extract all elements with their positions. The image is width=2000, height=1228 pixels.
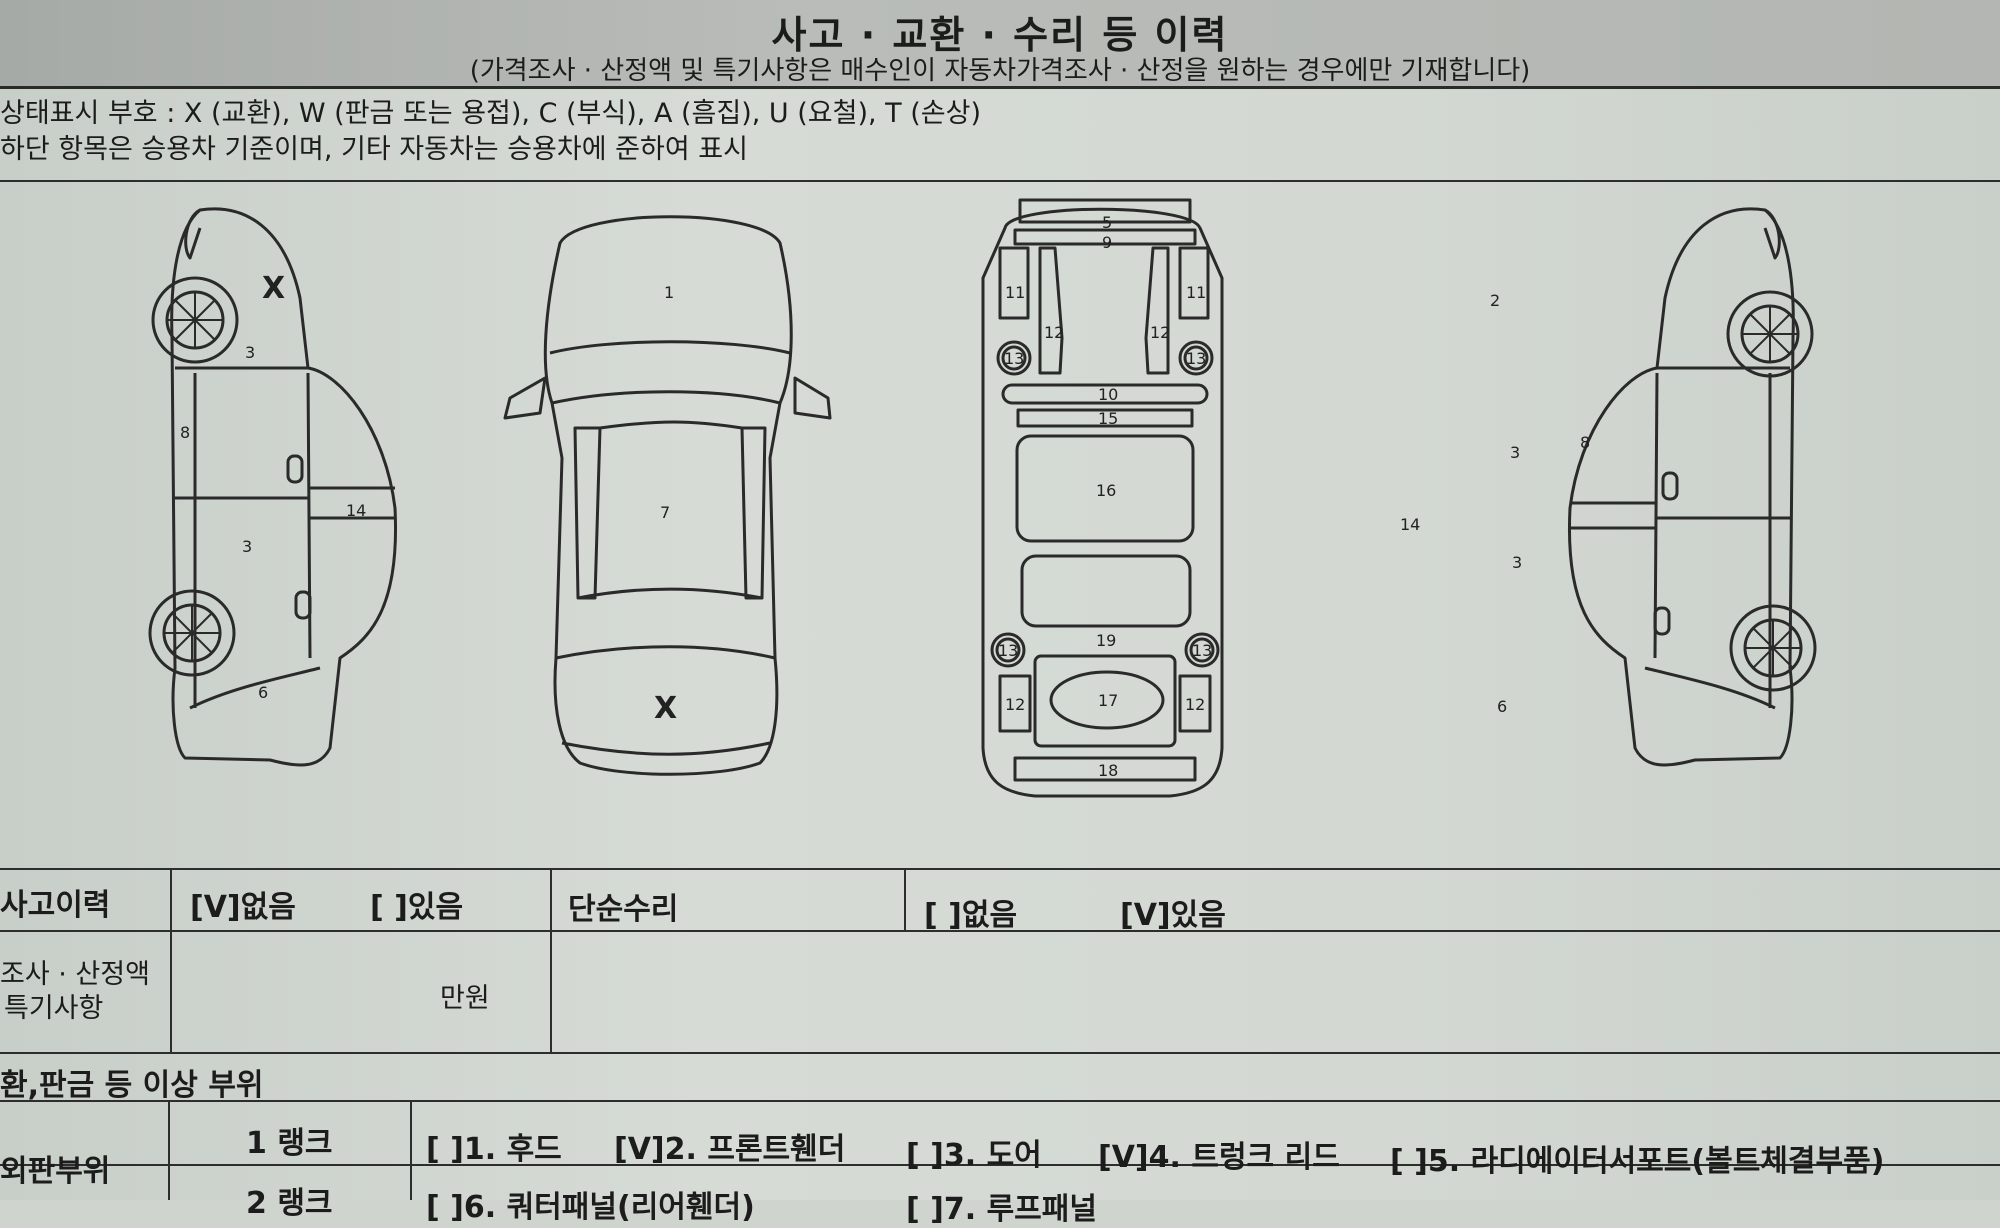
label-right-3a: 3 bbox=[1510, 443, 1520, 462]
label-under-12c: 12 bbox=[1005, 695, 1025, 714]
label-under-11b: 11 bbox=[1186, 283, 1206, 302]
label-right-6: 6 bbox=[1497, 697, 1507, 716]
car-diagram-area: 3 3 14 8 6 1 7 5 9 11 11 12 12 13 13 10 … bbox=[0, 188, 2000, 858]
table-col-divider bbox=[550, 868, 552, 1052]
checkbox-radiator-support[interactable]: [ ]5. 라디에이터서포트(볼트체결부품) bbox=[1390, 1144, 1885, 1179]
table-row-divider bbox=[0, 1164, 2000, 1166]
row-label-simple-repair: 단순수리 bbox=[568, 892, 679, 927]
checkbox-repair-none[interactable]: [ ]없음 bbox=[924, 898, 1018, 933]
label-under-18: 18 bbox=[1098, 761, 1118, 780]
checkbox-hood[interactable]: [ ]1. 후드 bbox=[426, 1132, 562, 1167]
car-left-side-view bbox=[148, 207, 398, 767]
header-band: 사고 · 교환 · 수리 등 이력 (가격조사 · 산정액 및 특기사항은 매수… bbox=[0, 0, 2000, 89]
checkbox-roof-panel[interactable]: [ ]7. 루프패널 bbox=[906, 1192, 1097, 1227]
checkbox-trunk-lid[interactable]: [V]4. 트렁크 리드 bbox=[1098, 1140, 1340, 1175]
label-under-11a: 11 bbox=[1005, 283, 1025, 302]
label-right-14: 14 bbox=[1400, 515, 1420, 534]
legend-block: 상태표시 부호 : X (교환), W (판금 또는 용접), C (부식), … bbox=[0, 96, 981, 168]
checkbox-repair-yes[interactable]: [V]있음 bbox=[1120, 898, 1226, 933]
label-left-3b: 3 bbox=[242, 537, 252, 556]
checkbox-door[interactable]: [ ]3. 도어 bbox=[906, 1138, 1042, 1173]
table-col-divider bbox=[904, 868, 906, 930]
table-col-divider bbox=[410, 1100, 412, 1200]
label-under-9: 9 bbox=[1102, 233, 1112, 252]
label-under-17: 17 bbox=[1098, 691, 1118, 710]
car-underbody-view bbox=[981, 198, 1224, 798]
car-diagram: 3 3 14 8 6 1 7 5 9 11 11 12 12 13 13 10 … bbox=[148, 198, 1817, 798]
page-subtitle: (가격조사 · 산정액 및 특기사항은 매수인이 자동차가격조사 · 산정을 원… bbox=[469, 56, 1531, 86]
label-under-12a: 12 bbox=[1044, 323, 1064, 342]
table-row-divider bbox=[0, 1100, 2000, 1102]
rank-1-label: 1 랭크 bbox=[246, 1126, 333, 1161]
rank-2-label: 2 랭크 bbox=[246, 1186, 333, 1221]
table-row-divider bbox=[0, 1052, 2000, 1054]
checkbox-quarter-panel[interactable]: [ ]6. 쿼터패널(리어휀더) bbox=[426, 1190, 755, 1225]
label-under-10: 10 bbox=[1098, 385, 1118, 404]
car-right-side-view bbox=[1567, 207, 1817, 767]
label-left-8: 8 bbox=[180, 423, 190, 442]
label-under-12d: 12 bbox=[1185, 695, 1205, 714]
label-under-13d: 13 bbox=[1192, 641, 1212, 660]
legend-line-note: 하단 항목은 승용차 기준이며, 기타 자동차는 승용차에 준하여 표시 bbox=[0, 134, 748, 165]
label-under-12b: 12 bbox=[1150, 323, 1170, 342]
label-under-13c: 13 bbox=[998, 641, 1018, 660]
row-label-price-survey: 조사 · 산정액 bbox=[0, 959, 150, 990]
table-col-divider bbox=[168, 1100, 170, 1200]
document-page bbox=[0, 0, 2000, 1200]
table-top-border bbox=[0, 868, 2000, 870]
checkbox-accident-yes[interactable]: [ ]있음 bbox=[370, 890, 464, 925]
mark-exchange-front-fender: X bbox=[262, 271, 285, 306]
mark-exchange-trunk-lid: X bbox=[654, 691, 677, 726]
label-under-16: 16 bbox=[1096, 481, 1116, 500]
table-row-divider bbox=[0, 930, 2000, 932]
label-right-2: 2 bbox=[1490, 291, 1500, 310]
label-top-7: 7 bbox=[660, 503, 670, 522]
section-title-abnormal-parts: 환,판금 등 이상 부위 bbox=[0, 1068, 264, 1103]
checkbox-accident-none[interactable]: [V]없음 bbox=[190, 890, 296, 925]
label-left-6: 6 bbox=[258, 683, 268, 702]
label-under-15: 15 bbox=[1098, 409, 1118, 428]
label-left-3a: 3 bbox=[245, 343, 255, 362]
page-title: 사고 · 교환 · 수리 등 이력 bbox=[771, 13, 1229, 57]
row-label-special-notes: 특기사항 bbox=[4, 993, 104, 1024]
label-under-5: 5 bbox=[1102, 213, 1112, 232]
legend-line-symbols: 상태표시 부호 : X (교환), W (판금 또는 용접), C (부식), … bbox=[0, 98, 981, 129]
label-under-13a: 13 bbox=[1004, 349, 1024, 368]
label-under-19: 19 bbox=[1096, 631, 1116, 650]
label-right-3b: 3 bbox=[1512, 553, 1522, 572]
table-col-divider bbox=[170, 868, 172, 1052]
divider bbox=[0, 180, 2000, 182]
car-top-view bbox=[503, 215, 832, 776]
row-label-outer-panel: 외판부위 bbox=[0, 1154, 111, 1189]
label-top-1: 1 bbox=[664, 283, 674, 302]
row-label-accident-history: 사고이력 bbox=[0, 888, 111, 923]
label-right-8: 8 bbox=[1580, 433, 1590, 452]
label-under-13b: 13 bbox=[1186, 349, 1206, 368]
price-unit-label: 만원 bbox=[440, 983, 490, 1014]
checkbox-front-fender[interactable]: [V]2. 프론트휀더 bbox=[614, 1132, 846, 1167]
label-left-14: 14 bbox=[346, 501, 366, 520]
